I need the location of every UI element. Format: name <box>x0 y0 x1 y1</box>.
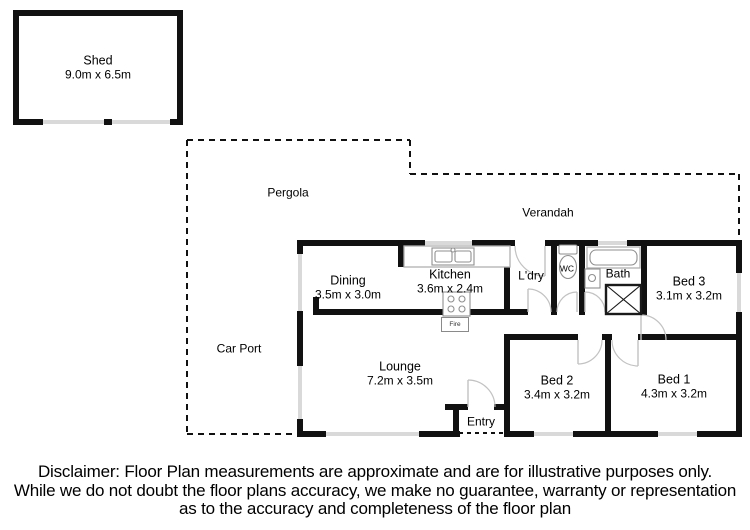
room-label-entry: Entry <box>466 414 496 429</box>
room-label-wc: WC <box>559 263 575 274</box>
shed-label: Shed 9.0m x 6.5m <box>64 53 132 81</box>
disclaimer-line-1: Disclaimer: Floor Plan measurements are … <box>37 462 713 481</box>
shower-icon <box>604 283 643 316</box>
bathtub-icon <box>586 246 641 269</box>
house-interior-walls <box>313 240 742 437</box>
room-label-bed1: Bed 1 4.3m x 3.2m <box>640 372 708 400</box>
room-label-bed3: Bed 3 3.1m x 3.2m <box>655 274 723 302</box>
disclaimer-line-3: as to the accuracy and completeness of t… <box>179 499 571 518</box>
stove-icon <box>442 291 471 317</box>
room-label-lounge: Lounge 7.2m x 3.5m <box>366 359 434 387</box>
shed-outline <box>13 10 183 125</box>
house-exterior-walls <box>297 240 742 437</box>
room-label-kitchen: Kitchen 3.6m x 2.4m <box>416 267 484 295</box>
pergola-verandah-outline <box>186 139 740 435</box>
bath-basin-icon <box>584 268 601 289</box>
room-label-dining: Dining 3.5m x 3.0m <box>314 273 382 301</box>
kitchen-sink-icon <box>431 247 475 266</box>
toilet-icon <box>558 244 578 280</box>
door-swings <box>467 245 667 408</box>
pergola-label: Pergola <box>267 185 309 200</box>
room-label-bath: Bath <box>605 266 631 281</box>
disclaimer: Disclaimer: Floor Plan measurements are … <box>0 462 750 519</box>
disclaimer-line-2: While we do not doubt the floor plans ac… <box>13 480 737 500</box>
carport-label: Car Port <box>216 341 262 356</box>
fireplace-icon: Fire <box>441 317 469 332</box>
room-label-bed2: Bed 2 3.4m x 3.2m <box>523 373 591 401</box>
verandah-label: Verandah <box>522 205 574 220</box>
fireplace-label: Fire <box>449 321 461 328</box>
room-label-laundry: L'dry <box>518 268 544 283</box>
